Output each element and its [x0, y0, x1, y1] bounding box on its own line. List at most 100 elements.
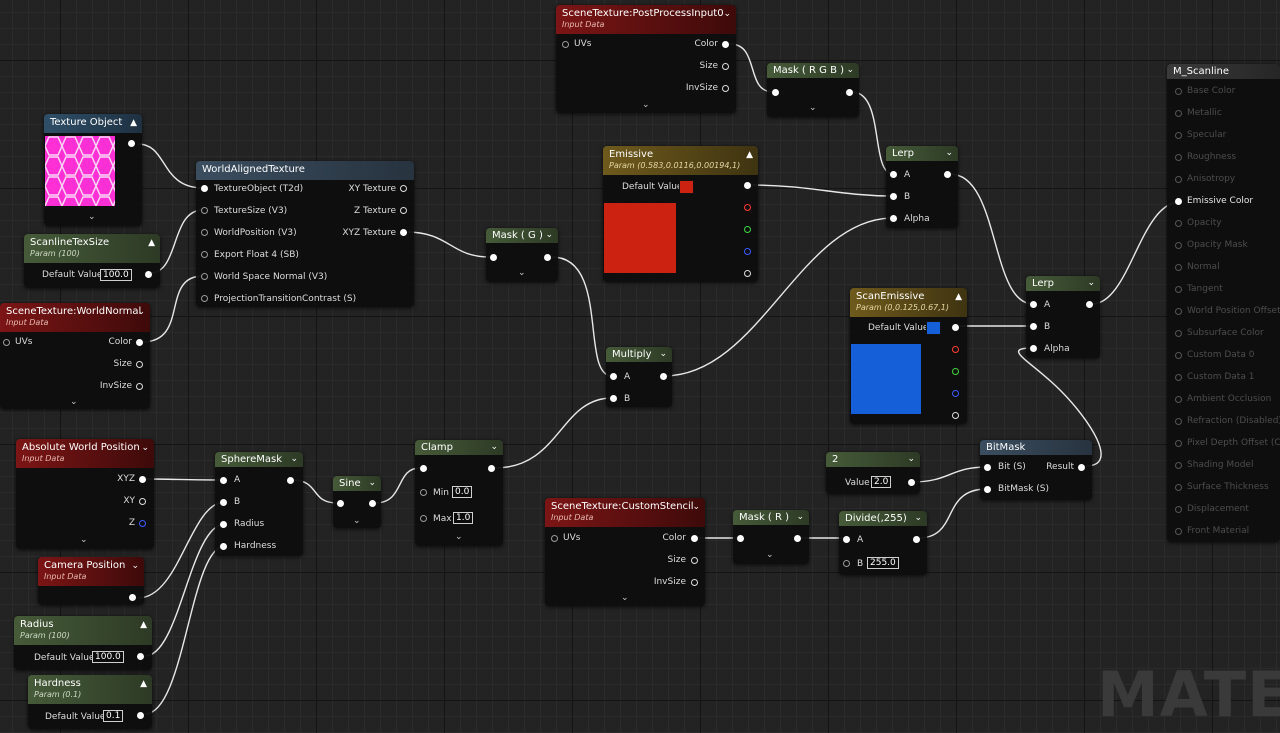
input-pin[interactable]	[551, 535, 558, 542]
input-pin[interactable]	[1175, 352, 1182, 359]
input-pin[interactable]	[220, 521, 227, 528]
collapse-icon[interactable]: ⌄	[368, 478, 376, 488]
output-pin[interactable]	[846, 89, 853, 96]
input-pin[interactable]	[1175, 528, 1182, 535]
collapse-icon[interactable]: ▲	[746, 150, 753, 160]
node-multiply[interactable]: Multiply⌄ A B	[606, 347, 672, 407]
input-pin[interactable]	[1175, 396, 1182, 403]
input-pin[interactable]	[1175, 220, 1182, 227]
output-pin[interactable]	[1078, 464, 1085, 471]
input-pin[interactable]	[984, 486, 991, 493]
default-value-field[interactable]: 100.0	[100, 269, 132, 281]
node-clamp[interactable]: Clamp⌄ Min 0.0 Max 1.0 ⌄	[415, 440, 503, 546]
input-pin[interactable]	[1175, 132, 1182, 139]
input-pin[interactable]	[843, 560, 850, 567]
input-pin[interactable]	[890, 193, 897, 200]
b-value-field[interactable]: 255.0	[867, 557, 899, 569]
expand-icon[interactable]: ⌄	[621, 593, 629, 603]
input-pin[interactable]	[984, 464, 991, 471]
output-pin-a[interactable]	[952, 412, 959, 419]
output-pin-rgb[interactable]	[744, 182, 751, 189]
node-mask-rgb[interactable]: Mask ( R G B )⌄ ⌄	[767, 63, 859, 117]
collapse-icon[interactable]: ⌄	[796, 512, 804, 522]
output-pin[interactable]	[691, 579, 698, 586]
value-field[interactable]: 2.0	[871, 476, 892, 488]
node-texture-object[interactable]: Texture Object▲ ⌄	[44, 114, 142, 226]
output-pin[interactable]	[136, 361, 143, 368]
input-pin[interactable]	[1175, 110, 1182, 117]
input-pin[interactable]	[490, 254, 497, 261]
output-pin[interactable]	[287, 477, 294, 484]
input-pin[interactable]	[201, 251, 208, 258]
output-pin[interactable]	[139, 476, 146, 483]
output-pin[interactable]	[136, 383, 143, 390]
output-pin-b[interactable]	[744, 248, 751, 255]
output-pin-r[interactable]	[744, 204, 751, 211]
input-pin[interactable]	[1175, 176, 1182, 183]
output-pin[interactable]	[544, 254, 551, 261]
expand-icon[interactable]: ⌄	[809, 103, 817, 113]
collapse-icon[interactable]: ▲	[130, 118, 137, 128]
input-pin[interactable]	[1175, 88, 1182, 95]
input-pin[interactable]	[1175, 308, 1182, 315]
output-pin[interactable]	[400, 207, 407, 214]
expand-icon[interactable]: ⌄	[766, 550, 774, 560]
output-pin[interactable]	[137, 653, 144, 660]
output-pin[interactable]	[794, 535, 801, 542]
default-value-field[interactable]: 0.1	[103, 710, 124, 722]
node-world-aligned-texture[interactable]: WorldAlignedTexture TextureObject (T2d) …	[196, 161, 414, 307]
node-mask-g[interactable]: Mask ( G )⌄ ⌄	[486, 228, 558, 282]
collapse-icon[interactable]: ⌄	[659, 349, 667, 359]
collapse-icon[interactable]: ⌄	[131, 561, 139, 571]
collapse-icon[interactable]: ⌄	[1087, 278, 1095, 288]
output-pin[interactable]	[369, 500, 376, 507]
collapse-icon[interactable]: ▲	[140, 679, 147, 689]
collapse-icon[interactable]: ⌄	[490, 442, 498, 452]
output-pin[interactable]	[137, 712, 144, 719]
expand-icon[interactable]: ⌄	[88, 212, 96, 222]
output-pin-g[interactable]	[744, 226, 751, 233]
input-pin[interactable]	[1175, 330, 1182, 337]
input-pin[interactable]	[1175, 374, 1182, 381]
collapse-icon[interactable]: ▲	[140, 620, 147, 630]
input-pin[interactable]	[1175, 484, 1182, 491]
output-pin-rgb[interactable]	[952, 324, 959, 331]
expand-icon[interactable]: ⌄	[70, 397, 78, 407]
output-pin[interactable]	[722, 41, 729, 48]
collapse-icon[interactable]: ⌄	[914, 513, 922, 523]
output-pin-b[interactable]	[952, 390, 959, 397]
node-constant-2[interactable]: 2⌄ Value 2.0	[826, 452, 920, 494]
collapse-icon[interactable]: ⌄	[545, 230, 553, 240]
input-pin[interactable]	[610, 373, 617, 380]
node-lerp-top[interactable]: Lerp⌄ A B Alpha	[886, 146, 958, 228]
output-pin[interactable]	[691, 557, 698, 564]
node-sphere-mask[interactable]: SphereMask⌄ A B Radius Hardness	[215, 452, 303, 556]
input-pin[interactable]	[1175, 154, 1182, 161]
input-pin[interactable]	[220, 477, 227, 484]
input-pin[interactable]	[420, 465, 427, 472]
input-pin[interactable]	[1175, 440, 1182, 447]
input-pin[interactable]	[610, 395, 617, 402]
output-pin[interactable]	[145, 271, 152, 278]
output-pin[interactable]	[722, 85, 729, 92]
input-pin[interactable]	[562, 41, 569, 48]
input-pin[interactable]	[220, 543, 227, 550]
input-pin[interactable]	[1175, 506, 1182, 513]
default-color-swatch[interactable]	[679, 180, 694, 194]
input-pin[interactable]	[1175, 198, 1182, 205]
input-pin[interactable]	[1175, 462, 1182, 469]
output-pin[interactable]	[139, 498, 146, 505]
input-pin[interactable]	[890, 215, 897, 222]
input-pin[interactable]	[1030, 345, 1037, 352]
collapse-icon[interactable]: ⌄	[141, 443, 149, 453]
max-value-field[interactable]: 1.0	[453, 512, 474, 524]
node-divide[interactable]: Divide(,255)⌄ A B 255.0	[839, 511, 927, 575]
expand-icon[interactable]: ⌄	[518, 268, 526, 278]
output-pin[interactable]	[722, 63, 729, 70]
expand-icon[interactable]: ⌄	[80, 535, 88, 545]
output-pin[interactable]	[913, 536, 920, 543]
node-lerp-final[interactable]: Lerp⌄ A B Alpha	[1026, 276, 1100, 358]
